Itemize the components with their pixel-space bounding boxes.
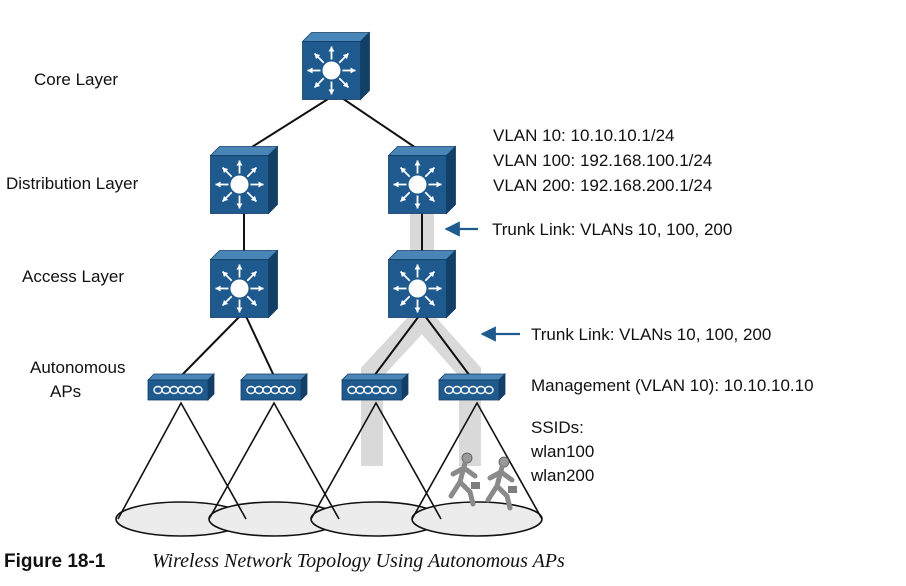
- access-points: [147, 373, 506, 401]
- running-user-icon: [485, 456, 517, 511]
- ssid-item: wlan100: [530, 442, 594, 461]
- vlan100-label: VLAN 100: 192.168.100.1/24: [493, 151, 712, 170]
- link-access-ap-1: [180, 311, 245, 377]
- link-access-ap-4: [421, 311, 471, 377]
- ssids-title: SSIDs:: [531, 418, 584, 437]
- ap-coverage-beam: [208, 401, 340, 520]
- management-label: Management (VLAN 10): 10.10.10.10: [531, 376, 814, 395]
- figure-number: Figure 18-1: [4, 551, 106, 572]
- link-core-dist-right: [335, 93, 423, 153]
- trunk-highlight-right: [413, 310, 481, 466]
- distribution-switch-icon: [209, 145, 279, 215]
- ssid-item: wlan200: [530, 466, 594, 485]
- running-user-icon: [448, 452, 480, 507]
- link-access-ap-2: [243, 311, 275, 377]
- coverage-areas: [115, 501, 543, 537]
- figure-caption: Wireless Network Topology Using Autonomo…: [152, 550, 565, 572]
- autonomous-aps-label-line2: APs: [50, 382, 81, 401]
- core-switch-icon: [301, 31, 371, 101]
- core-layer-label: Core Layer: [34, 70, 118, 89]
- trunk-link-label-upper: Trunk Link: VLANs 10, 100, 200: [492, 220, 732, 239]
- access-point-icon: [438, 373, 506, 401]
- access-switch-icon: [387, 249, 457, 319]
- link-core-dist-left: [243, 93, 337, 153]
- access-point-icon: [240, 373, 308, 401]
- ap-coverage-beam: [310, 401, 442, 520]
- access-point-icon: [147, 373, 215, 401]
- ap-coverage-beam: [411, 401, 543, 520]
- access-switch-icon: [209, 249, 279, 319]
- autonomous-aps-label-line1: Autonomous: [30, 358, 125, 377]
- vlan10-label: VLAN 10: 10.10.10.1/24: [493, 126, 674, 145]
- access-point-icon: [341, 373, 409, 401]
- access-layer-label: Access Layer: [22, 267, 124, 286]
- distribution-switch-icon: [387, 145, 457, 215]
- link-access-ap-3: [373, 311, 423, 377]
- coverage-beams: [117, 401, 543, 520]
- trunk-highlight-left: [361, 310, 431, 466]
- vlan200-label: VLAN 200: 192.168.200.1/24: [493, 176, 712, 195]
- distribution-layer-label: Distribution Layer: [6, 174, 139, 193]
- switches: [209, 31, 457, 319]
- coverage-area: [411, 501, 543, 537]
- trunk-link-label-lower: Trunk Link: VLANs 10, 100, 200: [531, 325, 771, 344]
- network-links: [180, 93, 471, 377]
- ap-coverage-beam: [117, 401, 247, 520]
